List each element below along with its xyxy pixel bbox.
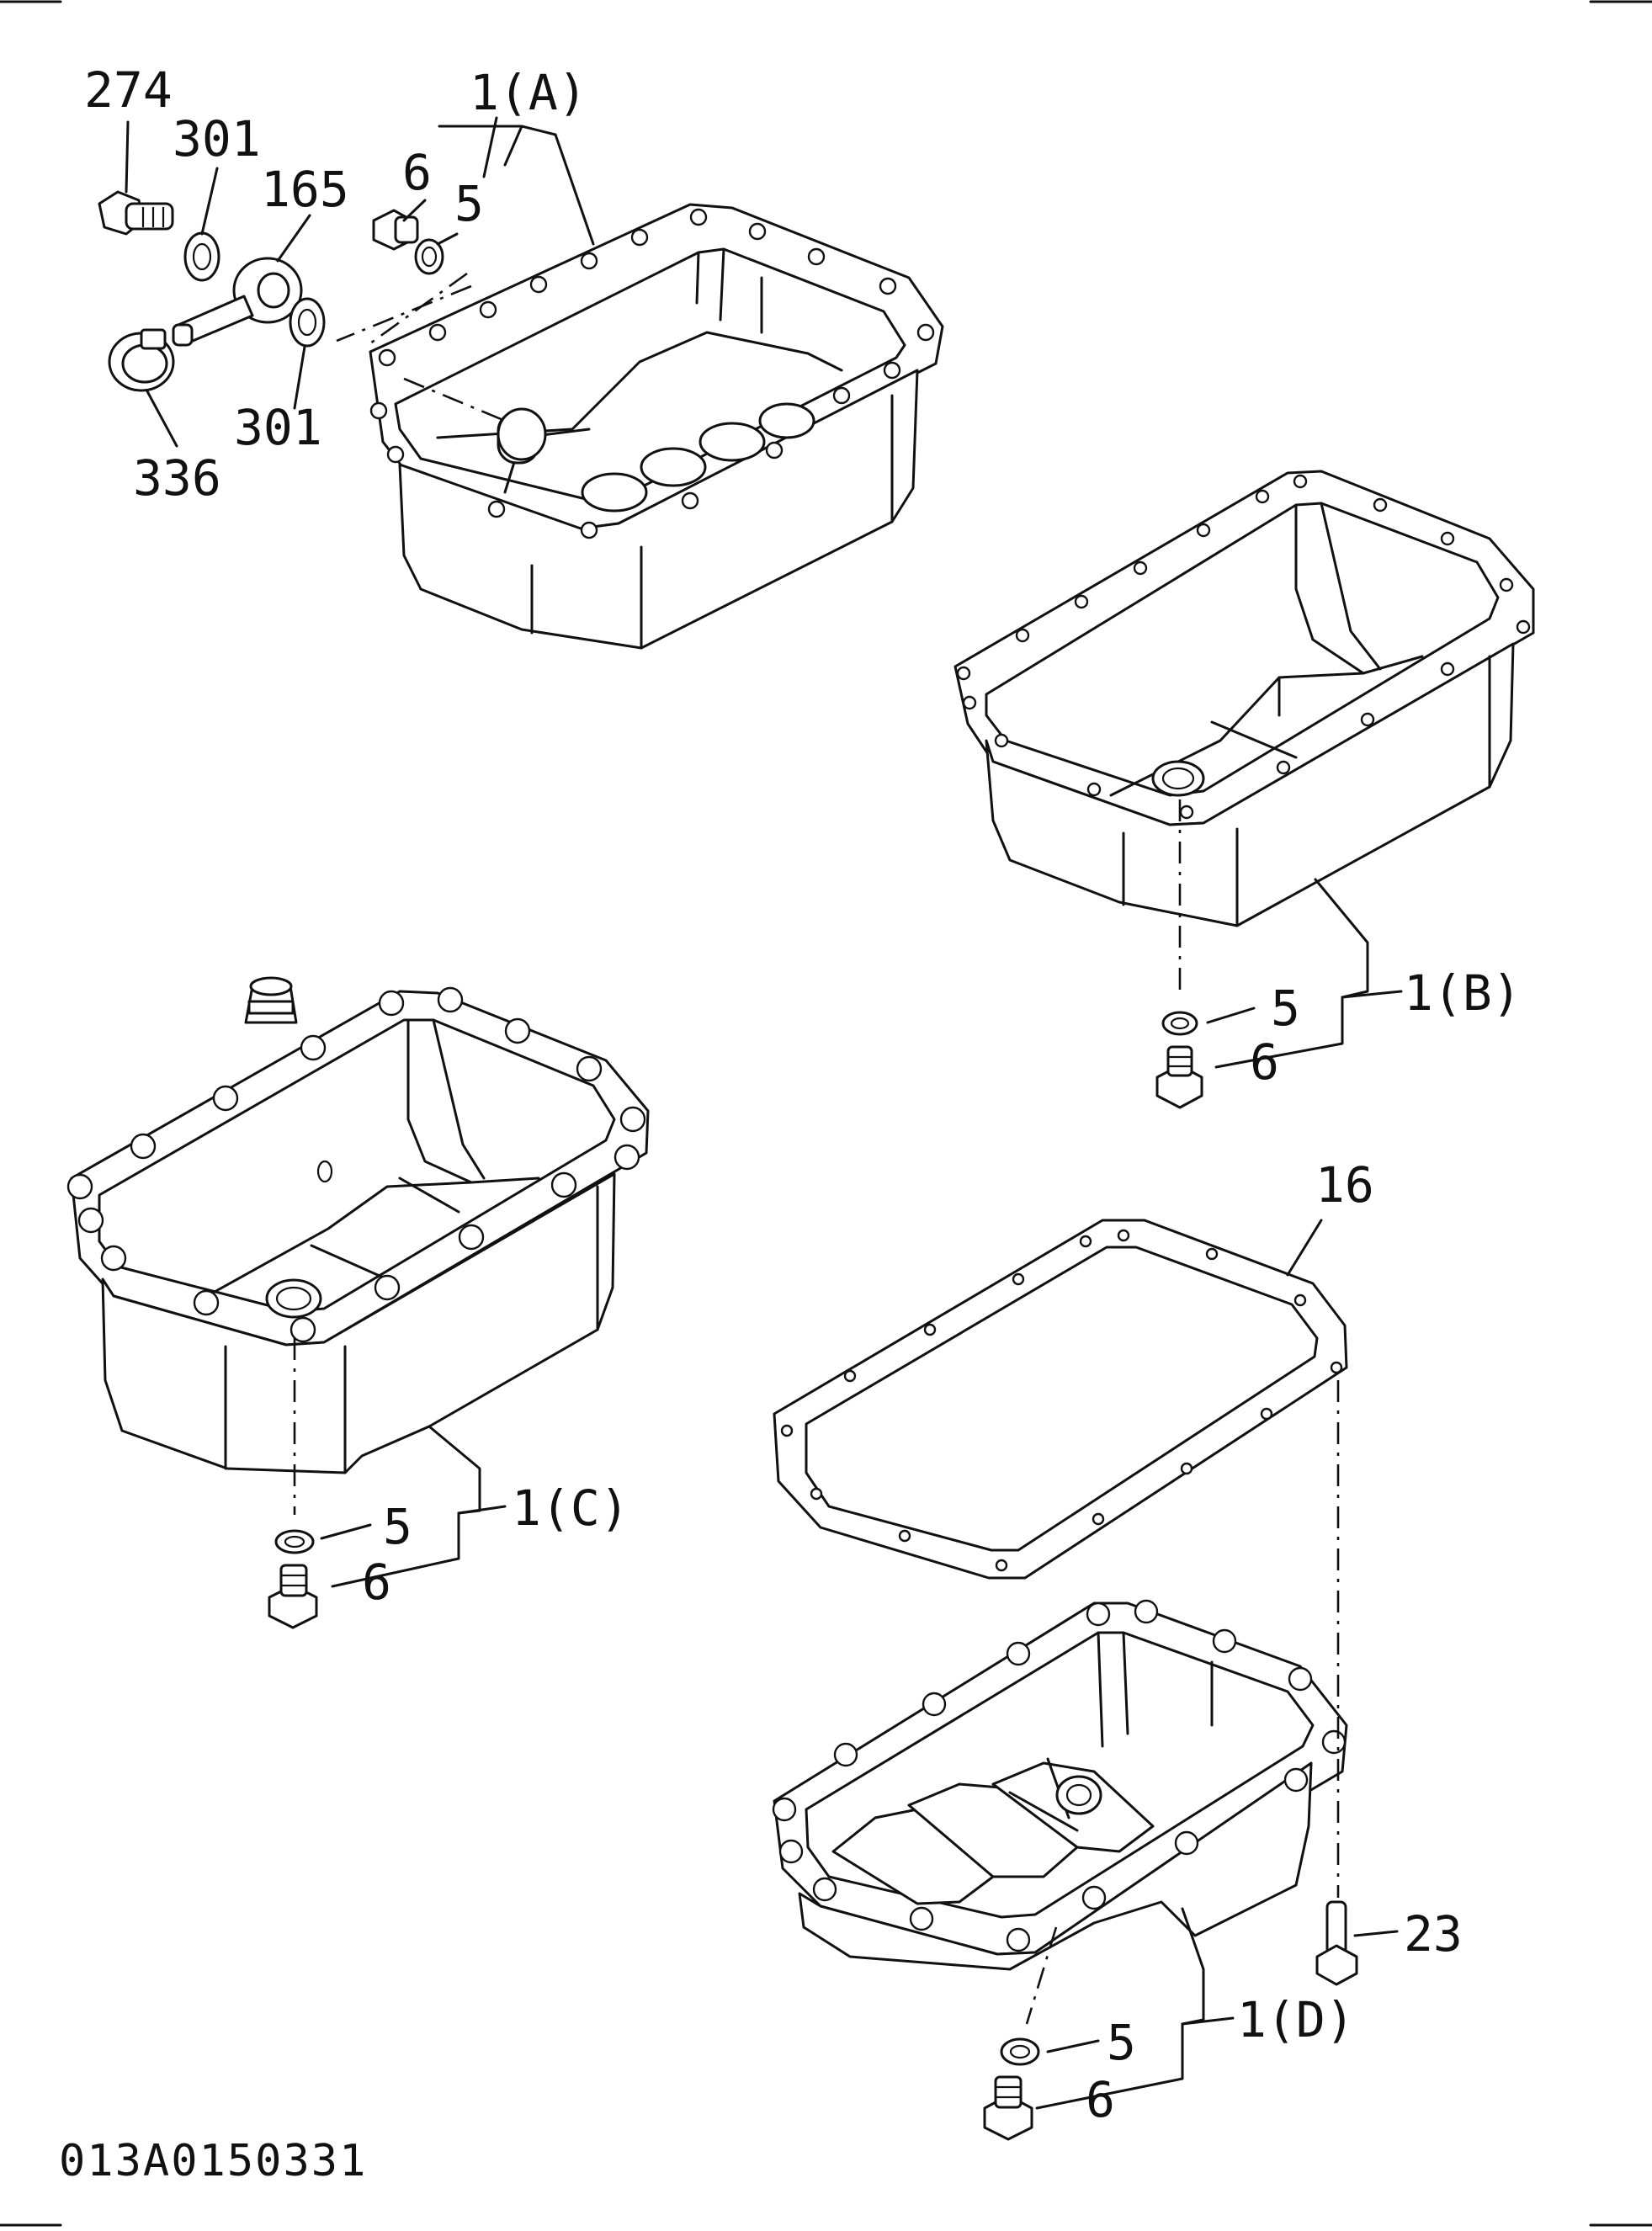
drawing-code: 013A0150331 (59, 2136, 367, 2186)
leaders-b (1206, 878, 1403, 1069)
callout-labels: 274 301 165 1(A) 6 5 301 336 1(B) 5 6 1(… (84, 61, 1522, 2128)
callout-16: 16 (1315, 1156, 1374, 1214)
callout-301-bottom: 301 (234, 399, 322, 456)
callout-5-a: 5 (454, 175, 484, 232)
oil-pan-d (772, 1380, 1358, 2141)
callout-1A: 1(A) (470, 64, 587, 121)
leaders-d (1035, 1219, 1399, 2110)
callout-301-top: 301 (173, 110, 261, 167)
oil-pan-b (953, 470, 1535, 1109)
callout-5-b: 5 (1271, 980, 1300, 1037)
leaders-c (320, 1425, 507, 1588)
callout-6-c: 6 (362, 1554, 391, 1611)
callout-23: 23 (1404, 1905, 1463, 1963)
callout-5-c: 5 (383, 1498, 412, 1555)
callout-1C: 1(C) (512, 1479, 629, 1537)
callout-165: 165 (261, 161, 349, 218)
gasket-16 (773, 1219, 1348, 1580)
leaders-a (125, 116, 595, 448)
callout-336: 336 (133, 449, 221, 507)
callout-6-b: 6 (1250, 1033, 1279, 1091)
callout-1D: 1(D) (1237, 1991, 1355, 2048)
callout-1B: 1(B) (1404, 964, 1522, 1022)
callout-6-a: 6 (402, 144, 432, 201)
callout-5-d: 5 (1107, 2014, 1136, 2071)
oil-pan-a (98, 190, 944, 650)
oil-pan-c (66, 976, 650, 1629)
callout-6-d: 6 (1086, 2071, 1115, 2128)
callout-274: 274 (84, 61, 173, 119)
